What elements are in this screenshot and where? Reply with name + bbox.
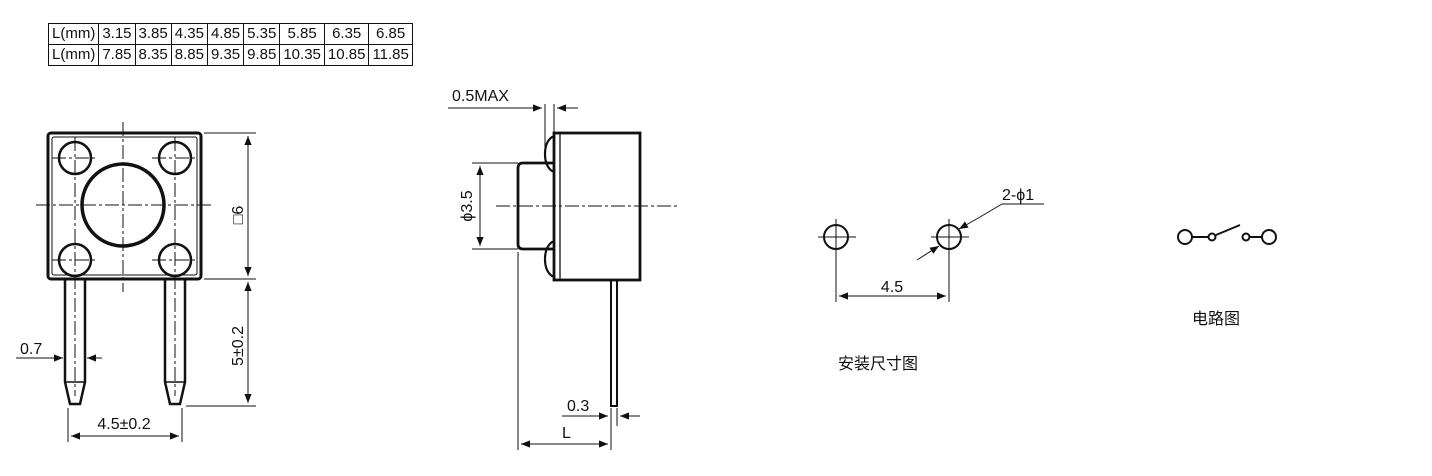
body-size-label: □6 xyxy=(230,206,247,225)
center-lines xyxy=(36,122,214,396)
length-table-cell: 6.85 xyxy=(368,23,413,45)
side-nub-bottom xyxy=(543,240,554,278)
pin-spacing-label: 4.5±0.2 xyxy=(97,416,150,433)
actuator-diameter-label: ϕ3.5 xyxy=(459,190,476,221)
lead-thickness-label: 0.3 xyxy=(567,398,589,415)
circuit-symbol xyxy=(1177,224,1277,245)
length-table-cell: 5.35 xyxy=(243,23,281,45)
side-actuator xyxy=(516,161,554,251)
length-table-cell: 8.35 xyxy=(134,44,172,66)
mounting-layout xyxy=(818,203,1044,302)
side-lead xyxy=(610,279,618,407)
front-view xyxy=(36,122,214,406)
pin-right xyxy=(163,280,187,406)
mounting-caption: 安装尺寸图 xyxy=(838,354,918,373)
length-table-cell: 10.35 xyxy=(279,44,325,66)
length-table-cell: 11.85 xyxy=(368,44,413,66)
side-nub-top xyxy=(543,135,554,173)
pin-left xyxy=(63,280,87,406)
protrusion-label: 0.5MAX xyxy=(452,88,509,105)
switch-lever xyxy=(1215,224,1241,236)
circuit-caption: 电路图 xyxy=(1192,309,1240,328)
pin-width-label: 0.7 xyxy=(20,341,42,358)
length-table-cell: 7.85 xyxy=(98,44,136,66)
hole-spacing-label: 4.5 xyxy=(881,279,903,296)
length-table-cell: 9.85 xyxy=(243,44,281,66)
length-table-header-cell: L(mm) xyxy=(47,23,100,45)
switch-body-inner-outline xyxy=(51,136,198,276)
side-view xyxy=(496,131,680,407)
contact-right xyxy=(1241,232,1251,242)
length-table-cell: 4.85 xyxy=(206,23,245,45)
length-table-cell: 8.85 xyxy=(170,44,208,66)
terminal-right xyxy=(1261,229,1277,245)
length-symbol-label: L xyxy=(562,425,571,442)
front-view-dimensions xyxy=(16,132,256,442)
pin-length-label: 5±0.2 xyxy=(230,326,247,366)
length-table-cell: 10.85 xyxy=(323,44,370,66)
length-table-header-cell: L(mm) xyxy=(47,44,100,66)
hole-spec-label: 2-ϕ1 xyxy=(1002,187,1034,204)
contact-left xyxy=(1207,232,1217,242)
switch-body-outline xyxy=(46,131,203,281)
terminal-left xyxy=(1177,229,1193,245)
side-view-dimensions xyxy=(448,104,640,450)
